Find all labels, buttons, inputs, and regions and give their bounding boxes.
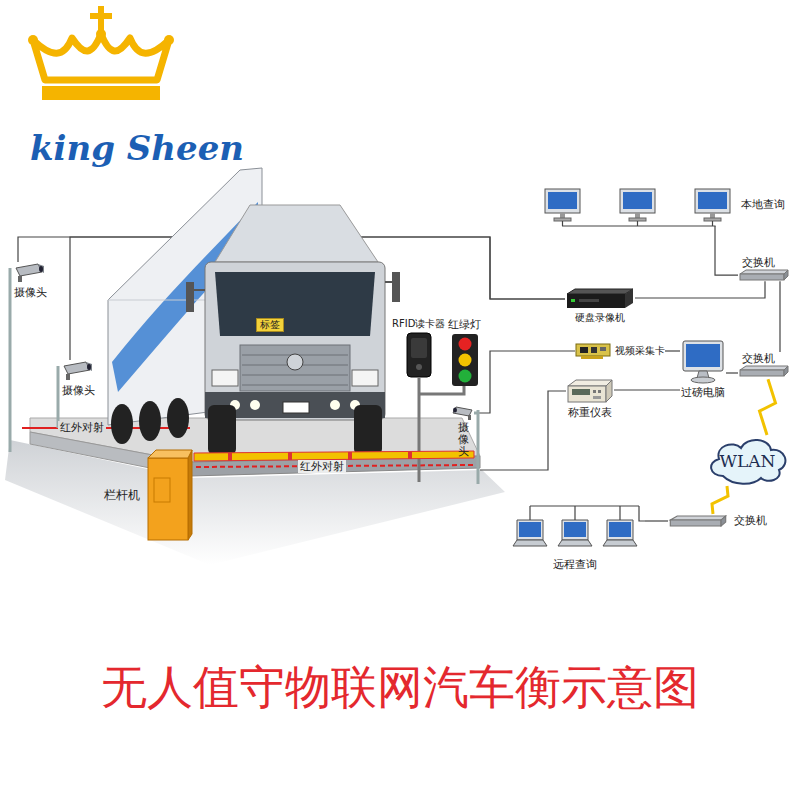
sensor-label: 红外对射 xyxy=(298,460,346,473)
node-label: 远程查询 xyxy=(553,558,597,571)
card-icon xyxy=(575,342,611,360)
node-label: 交换机 xyxy=(742,352,775,365)
cable-connector xyxy=(665,350,680,351)
video-recorder-node: 硬盘录像机 xyxy=(565,288,635,324)
capture-card-node: 视频采集卡 xyxy=(575,342,665,360)
sw-icon xyxy=(738,365,790,377)
weighing-pc-node: 过磅电脑 xyxy=(680,340,726,399)
local-query-node: 本地查询 xyxy=(540,188,785,228)
barrier-icon xyxy=(144,448,193,543)
camera-node: 摄像头 xyxy=(452,406,474,458)
ground xyxy=(5,440,505,565)
logo-crown xyxy=(28,6,174,100)
camera-icon xyxy=(14,262,46,284)
remote-query-node: 远程查询 xyxy=(505,498,645,571)
node-label: 红绿灯 xyxy=(448,318,481,331)
node-label: 本地查询 xyxy=(741,198,785,211)
scale-wire xyxy=(480,391,566,470)
cable-connector xyxy=(779,281,780,352)
camera-pole xyxy=(10,268,478,484)
node-label: 硬盘录像机 xyxy=(575,312,625,324)
cable-connector xyxy=(726,372,738,373)
hdd-icon xyxy=(565,288,635,310)
light-icon xyxy=(451,333,479,387)
diagram-title: 无人值守物联网汽车衡示意图 xyxy=(0,660,800,715)
node-label: 标签 xyxy=(260,319,280,331)
rfid-reader-node: RFID读卡器 xyxy=(392,318,445,378)
camera-node: 摄像头 xyxy=(14,262,47,299)
node-label: 栏杆机 xyxy=(104,488,140,502)
wireless-link xyxy=(712,486,728,514)
truck xyxy=(108,168,400,455)
node-label: WLAN xyxy=(720,451,776,471)
camera-icon xyxy=(62,360,94,382)
node-label: 摄像头 xyxy=(14,286,47,299)
camera-node: 摄像头 xyxy=(62,360,95,397)
wireless-link xyxy=(760,379,776,435)
cable-connector xyxy=(715,228,738,275)
rfid-icon xyxy=(406,332,432,378)
smallcam-icon xyxy=(452,406,474,420)
node-label: 视频采集卡 xyxy=(615,345,665,357)
tag-sticker: 标签 xyxy=(256,318,284,332)
rfid-pole xyxy=(419,378,464,482)
switch-node: 交换机 xyxy=(738,256,790,281)
node-label: 交换机 xyxy=(734,514,767,527)
cable-connector xyxy=(635,281,765,298)
remotegroup-icon xyxy=(505,498,645,556)
wlan-cloud: WLAN xyxy=(705,432,790,488)
brand-logo-text: king Sheen xyxy=(30,128,244,169)
sw3-icon xyxy=(668,515,728,527)
localgroup-icon xyxy=(540,188,735,228)
cable-connector xyxy=(645,520,668,521)
weighing-meter-node: 称重仪表 xyxy=(566,378,614,419)
sensor-label: 红外对射 xyxy=(58,421,106,434)
switch-node: 交换机 xyxy=(738,352,790,377)
barrier-gate-node: 栏杆机 xyxy=(104,448,193,543)
sw-icon xyxy=(738,269,790,281)
node-label: 摄像头 xyxy=(458,422,469,458)
cable-connector xyxy=(474,351,575,413)
switch-node: 交换机 xyxy=(668,514,767,527)
traffic-light-node: 红绿灯 xyxy=(448,318,481,387)
node-label: 摄像头 xyxy=(62,384,95,397)
node-label: RFID读卡器 xyxy=(392,318,445,330)
cable-connector xyxy=(614,389,680,390)
node-label: 过磅电脑 xyxy=(681,386,725,399)
node-label: 称重仪表 xyxy=(568,406,612,419)
scale-platform xyxy=(30,418,480,476)
meter-icon xyxy=(566,378,614,404)
node-label: 交换机 xyxy=(742,256,775,269)
desktop-icon xyxy=(680,340,726,384)
